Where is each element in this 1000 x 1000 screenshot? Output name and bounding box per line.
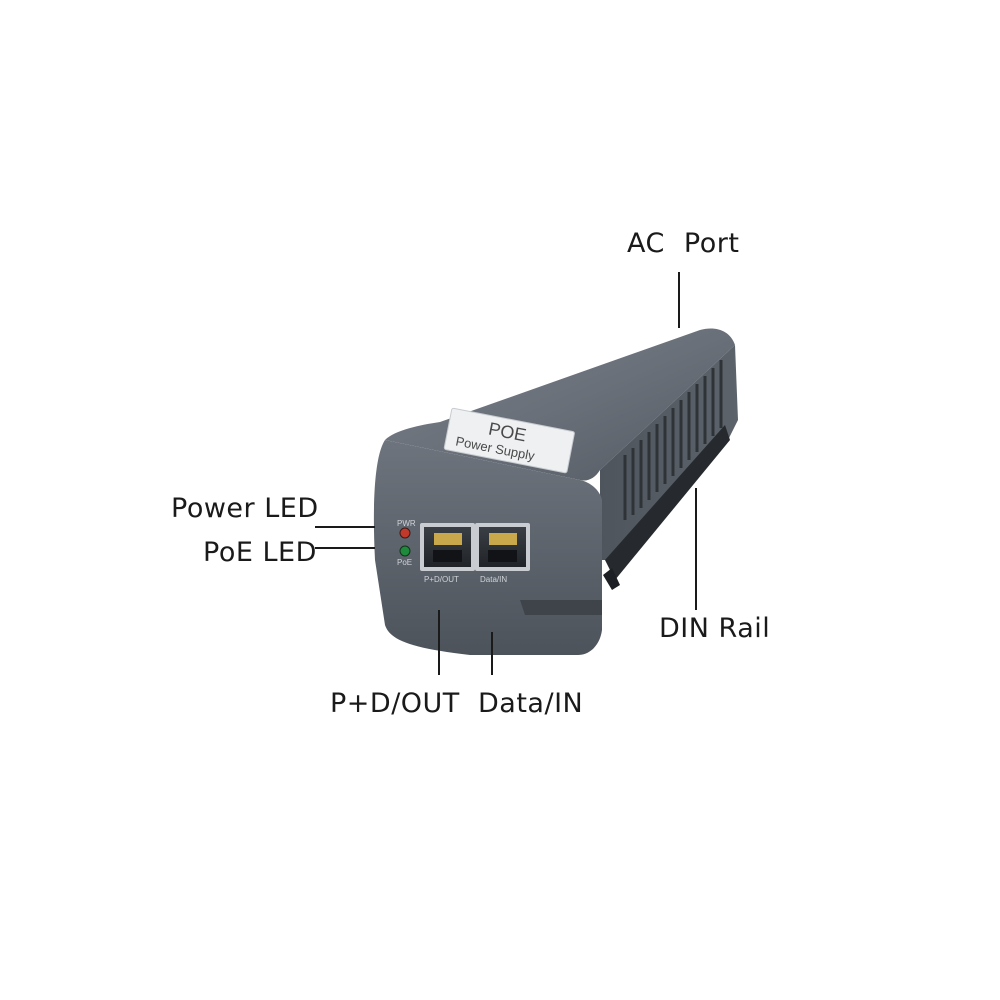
product-sticker: POE Power Supply (443, 407, 575, 474)
data-in-callout: Data/IN (478, 688, 584, 719)
poe-led (399, 545, 411, 557)
housing-base (520, 600, 602, 615)
din-rail-callout: DIN Rail (659, 613, 771, 644)
poe-led-callout: PoE LED (203, 537, 317, 568)
power-led-callout: Power LED (171, 493, 319, 524)
pd-out-callout: P+D/OUT (330, 688, 460, 719)
din-rail-clip (605, 425, 730, 580)
side-vents (623, 360, 723, 520)
poe-led-label: PoE (397, 558, 412, 567)
rj45-port-in (475, 523, 530, 571)
port-out-label: P+D/OUT (424, 575, 459, 584)
pwr-led-label: PWR (397, 519, 416, 528)
ac-port-callout: AC Port (627, 228, 740, 259)
power-led (399, 527, 411, 539)
rj45-port-out (420, 523, 475, 571)
callout-lines (315, 272, 697, 675)
port-in-label: Data/IN (480, 575, 507, 584)
